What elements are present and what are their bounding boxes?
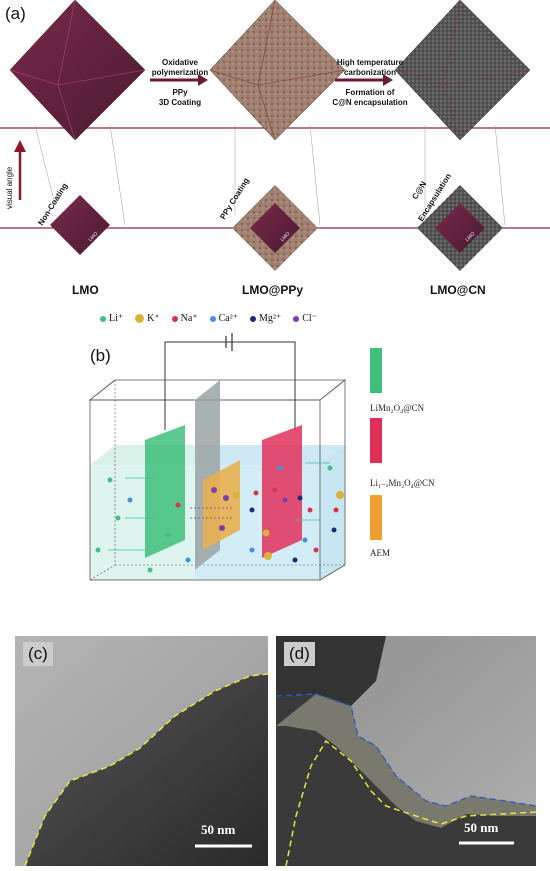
ppy-octahedron [209, 0, 346, 141]
legend-lixmo-cn-label: Li₁₋ₓMn₂O₄@CN [370, 478, 435, 488]
cn-octahedron [394, 0, 531, 141]
legend-na: Na⁺ [171, 313, 198, 324]
legend-aem-label: AEM [370, 548, 390, 558]
legend-dot [171, 315, 178, 322]
tem-c-drawing [15, 636, 268, 866]
panel-b-label: (b) [90, 346, 111, 365]
lmo-inset [50, 195, 110, 255]
visual-angle-label: visual angle [5, 166, 14, 209]
legend-lmo-cn-label: LiMn₂O₄@CN [370, 403, 425, 413]
ion-legend: Li⁺ K⁺ Na⁺ Ca²⁺ Mg²⁺ Cl⁻ [100, 313, 317, 324]
legend-dot [293, 315, 300, 322]
legend-swatch-lmo-cn [370, 348, 382, 393]
legend-dot [135, 314, 145, 323]
step1-sublabel: PPy 3D Coating [158, 88, 202, 107]
panel-b-diagram [88, 333, 347, 581]
panel-d-label: (d) [284, 642, 315, 666]
tem-image-c: (c) 50 nm [15, 636, 268, 866]
legend-mg: Mg²⁺ [250, 313, 281, 324]
panel-c-label: (c) [23, 642, 53, 666]
legend-dot [209, 315, 216, 322]
name-lmo-cn: LMO@CN [430, 283, 486, 297]
legend-dot [250, 315, 257, 322]
legend-k: K⁺ [135, 313, 160, 324]
legend-cl: Cl⁻ [293, 313, 317, 324]
lmo-octahedron [9, 0, 146, 141]
legend-li: Li⁺ [100, 313, 123, 324]
panel-a-diagram [0, 0, 550, 271]
name-lmo-ppy: LMO@PPy [242, 283, 304, 297]
legend-swatch-aem [370, 495, 382, 540]
panel-d-scale: 50 nm [464, 820, 499, 835]
step2-label: High temperature carbonization [336, 58, 404, 77]
legend-swatch-lixmo-cn [370, 418, 382, 463]
step2-sublabel: Formation of C@N encapsulation [332, 88, 408, 107]
tem-d-drawing [276, 636, 536, 866]
tem-image-d: (d) 50 nm [276, 636, 536, 866]
legend-ca: Ca²⁺ [209, 313, 238, 324]
legend-dot [100, 315, 106, 322]
name-lmo: LMO [72, 283, 99, 297]
panel-a-label: (a) [5, 4, 26, 23]
step1-label: Oxidative polymerization [151, 58, 209, 77]
panel-c-scale: 50 nm [201, 822, 236, 837]
